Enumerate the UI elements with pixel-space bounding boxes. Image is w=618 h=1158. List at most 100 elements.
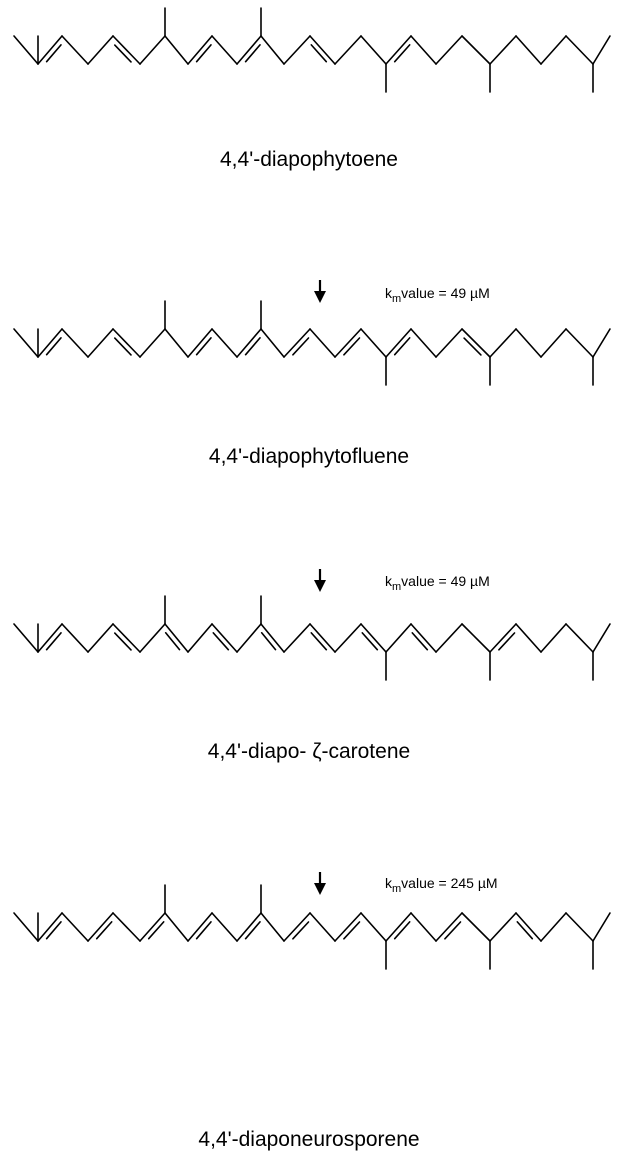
molecule-1-structure (13, 7, 611, 93)
single-bond (435, 35, 463, 65)
double-bond-line (361, 632, 379, 651)
double-bond-line (516, 921, 534, 940)
single-bond (211, 912, 238, 942)
double-bond-line (444, 921, 462, 940)
single-bond (236, 35, 262, 65)
single-bond (515, 623, 542, 653)
single-bond (435, 328, 463, 358)
single-bond (283, 328, 311, 358)
single-bond (515, 328, 542, 358)
single-bond (112, 912, 141, 942)
single-bond (13, 328, 39, 358)
double-bond-line (95, 921, 113, 940)
single-bond (592, 912, 611, 942)
single-bond (489, 912, 517, 942)
molecule-3-structure (13, 595, 611, 681)
km-subscript: m (392, 581, 401, 593)
arrow-head-icon (314, 291, 326, 303)
single-bond (410, 912, 437, 942)
single-bond (461, 328, 491, 358)
single-bond (61, 912, 89, 942)
single-bond (592, 328, 611, 358)
double-bond-line (244, 44, 261, 63)
single-bond (334, 35, 362, 65)
single-bond (540, 35, 567, 65)
double-bond-line (114, 44, 132, 63)
single-bond (13, 623, 39, 653)
single-bond (489, 623, 517, 653)
single-bond (309, 35, 336, 65)
compound-name-1: 4,4'-diapophytoene (220, 148, 398, 171)
single-bond (385, 623, 412, 653)
km-subscript: m (392, 883, 401, 895)
single-bond (61, 328, 89, 358)
single-bond (410, 35, 437, 65)
double-bond-line (292, 337, 310, 356)
km-subscript: m (392, 293, 401, 305)
reaction-step-1: kmvalue = 49 µM (314, 280, 490, 305)
single-bond (489, 328, 517, 358)
double-bond-line (244, 921, 261, 940)
single-bond (260, 623, 285, 653)
single-bond (87, 35, 114, 65)
single-bond (565, 623, 594, 653)
double-bond-line (260, 631, 277, 651)
single-bond (360, 623, 387, 653)
single-bond (410, 623, 437, 653)
km-symbol: k (385, 875, 393, 891)
double-bond-line (498, 632, 516, 651)
molecule-4: 4,4'-diaponeurosporene (13, 884, 611, 1151)
km-annotation-1: kmvalue = 49 µM (385, 285, 490, 305)
km-annotation-2: kmvalue = 49 µM (385, 573, 490, 593)
double-bond-line (45, 44, 62, 63)
single-bond (334, 912, 362, 942)
single-bond (334, 328, 362, 358)
single-bond (435, 912, 463, 942)
molecule-2-structure (13, 300, 611, 386)
single-bond (309, 912, 336, 942)
double-bond-line (195, 337, 212, 356)
single-bond (461, 35, 491, 65)
single-bond (61, 623, 89, 653)
reaction-step-3: kmvalue = 245 µM (314, 872, 498, 895)
single-bond (540, 912, 567, 942)
single-bond (139, 328, 166, 358)
single-bond (565, 35, 594, 65)
double-bond-line (147, 921, 165, 940)
double-bond-line (343, 921, 361, 940)
single-bond (592, 35, 611, 65)
double-bond-line (164, 631, 181, 651)
compound-name-3: 4,4'-diapo- ζ-carotene (208, 740, 410, 763)
single-bond (236, 912, 262, 942)
double-bond-line (463, 337, 482, 356)
single-bond (211, 35, 238, 65)
single-bond (334, 623, 362, 653)
km-symbol: k (385, 285, 393, 301)
single-bond (187, 912, 213, 942)
double-bond-line (310, 632, 328, 651)
single-bond (13, 912, 39, 942)
single-bond (309, 623, 336, 653)
arrow-head-icon (314, 580, 326, 592)
single-bond (385, 912, 412, 942)
km-annotation-3: kmvalue = 245 µM (385, 875, 498, 895)
single-bond (112, 328, 141, 358)
single-bond (236, 623, 262, 653)
molecule-2: 4,4'-diapophytofluene (13, 300, 611, 468)
single-bond (489, 35, 517, 65)
double-bond-line (310, 44, 328, 63)
single-bond (236, 328, 262, 358)
compound-name-4: 4,4'-diaponeurosporene (198, 1128, 419, 1151)
double-bond-line (195, 44, 212, 63)
single-bond (309, 328, 336, 358)
double-bond-line (45, 921, 62, 940)
single-bond (540, 328, 567, 358)
reaction-step-2: kmvalue = 49 µM (314, 569, 490, 593)
single-bond (37, 35, 63, 65)
single-bond (211, 328, 238, 358)
double-bond-line (244, 337, 261, 356)
single-bond (187, 328, 213, 358)
single-bond (139, 912, 166, 942)
double-bond-line (45, 337, 62, 356)
